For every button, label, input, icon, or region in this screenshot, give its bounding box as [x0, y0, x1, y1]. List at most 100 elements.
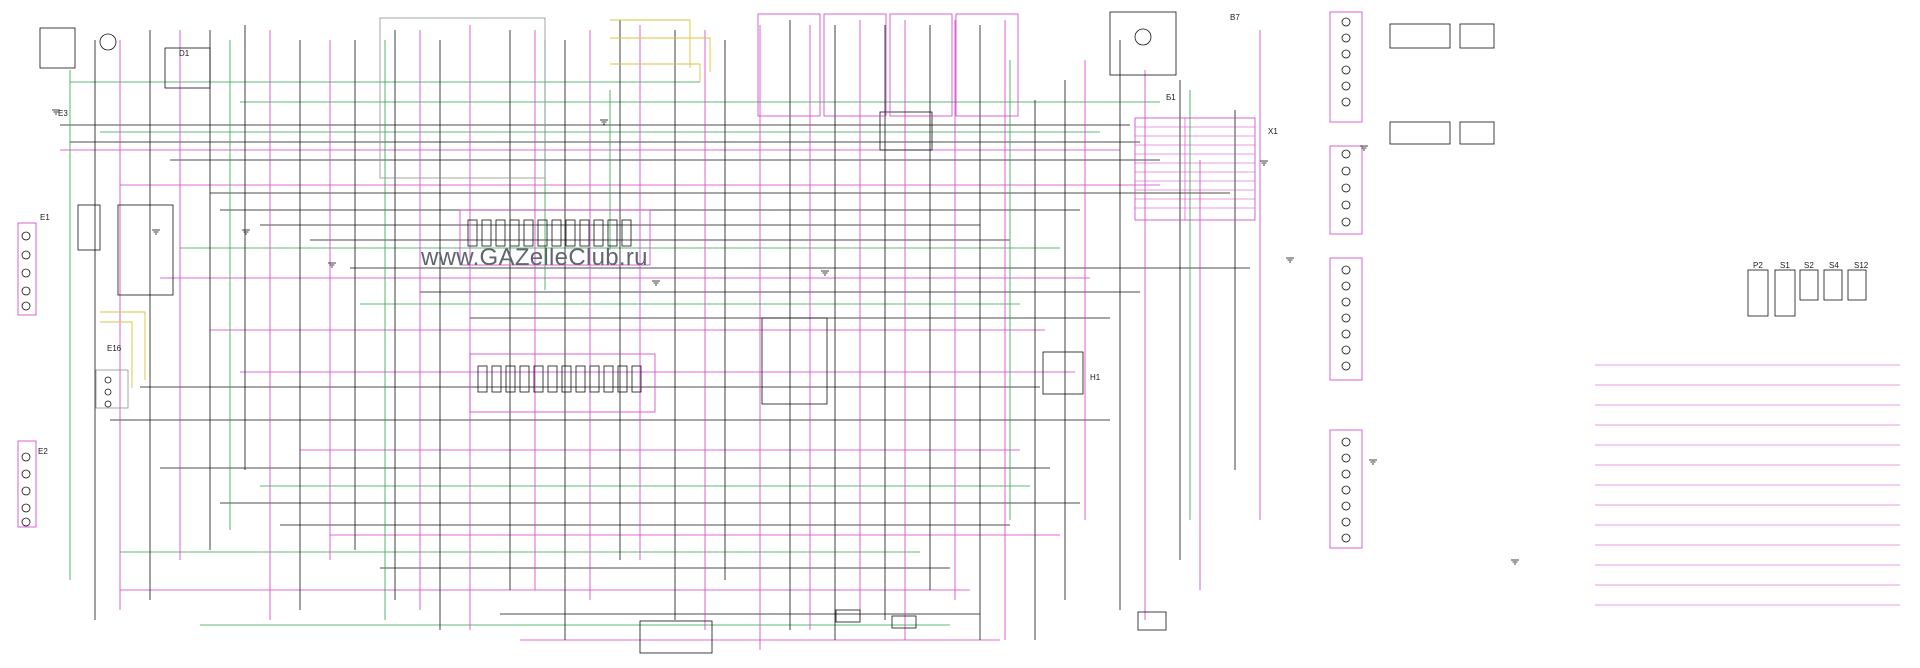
component-h1 — [1042, 351, 1084, 395]
right-lamp-c-2 — [1341, 297, 1351, 307]
tag-e3: E3 — [58, 109, 68, 118]
fuse-upper-4 — [523, 219, 534, 247]
fuse-lower-3 — [519, 365, 530, 393]
fuse-lower-8 — [589, 365, 600, 393]
right-lamp-a-5 — [1341, 97, 1351, 107]
component-e16 — [95, 369, 129, 409]
right-column-1 — [1329, 11, 1363, 123]
connector-panel-4 — [955, 13, 1019, 117]
lamp-e2-0 — [21, 452, 31, 462]
legend-block-s1 — [1774, 269, 1796, 317]
tag-b7: B7 — [1230, 13, 1240, 22]
right-lamp-d-2 — [1341, 469, 1351, 479]
fuse-upper-9 — [593, 219, 604, 247]
fuse-upper-6 — [551, 219, 562, 247]
right-lamp-c-3 — [1341, 313, 1351, 323]
component-right-mid-2 — [1459, 121, 1495, 145]
lamp-e2-4 — [21, 517, 31, 527]
fuse-lower-4 — [533, 365, 544, 393]
gauge-top-left — [99, 33, 117, 51]
right-lamp-d-6 — [1341, 533, 1351, 543]
lamp-e1-1 — [21, 250, 31, 260]
tag-d1: D1 — [179, 49, 190, 58]
yellow-wire-3 — [100, 311, 146, 380]
right-lamp-a-2 — [1341, 49, 1351, 59]
right-lamp-c-5 — [1341, 345, 1351, 355]
component-right-top-2 — [1459, 23, 1495, 49]
component-top-left — [39, 27, 76, 69]
fuse-upper-3 — [509, 219, 520, 247]
lamp-e16-1 — [104, 388, 112, 396]
lamp-e1-4 — [21, 301, 31, 311]
component-right-mid-1 — [1389, 121, 1451, 145]
fuse-block-upper — [459, 209, 651, 266]
lamp-e1-3 — [21, 286, 31, 296]
connector-e2 — [17, 440, 37, 528]
tag-s1: S1 — [1780, 261, 1790, 270]
fuse-block-lower — [469, 353, 656, 413]
component-d1 — [164, 47, 211, 89]
tag-p2: P2 — [1753, 261, 1763, 270]
lamp-e16-2 — [104, 400, 112, 408]
lamp-e1-2 — [21, 268, 31, 278]
lamp-e2-3 — [21, 503, 31, 513]
fuse-upper-11 — [621, 219, 632, 247]
relay-center — [879, 111, 933, 151]
connector-panel-2 — [823, 13, 887, 117]
tag-e2: E2 — [38, 447, 48, 456]
tag-s2: S2 — [1804, 261, 1814, 270]
yellow-wire-0 — [610, 19, 691, 68]
fuse-upper-10 — [607, 219, 618, 247]
bottom-block-1 — [639, 620, 713, 654]
lamp-e16-0 — [104, 376, 112, 384]
right-lamp-d-3 — [1341, 485, 1351, 495]
tag-b1: Б1 — [1166, 93, 1176, 102]
legend-block-s2 — [1799, 269, 1819, 301]
right-column-4 — [1329, 429, 1363, 549]
right-lamp-b-1 — [1341, 166, 1351, 176]
right-lamp-d-4 — [1341, 501, 1351, 511]
right-column-2 — [1329, 145, 1363, 235]
right-lamp-b-4 — [1341, 217, 1351, 227]
component-top-right — [1109, 11, 1177, 76]
fuse-lower-6 — [561, 365, 572, 393]
right-column-3 — [1329, 257, 1363, 381]
fuse-upper-1 — [481, 219, 492, 247]
tag-x1: X1 — [1268, 127, 1278, 136]
right-lamp-d-5 — [1341, 517, 1351, 527]
lamp-e2-1 — [21, 469, 31, 479]
legend-block-s4 — [1823, 269, 1843, 301]
yellow-wire-1 — [610, 37, 711, 72]
table-block — [1134, 117, 1256, 221]
right-lamp-c-4 — [1341, 329, 1351, 339]
fuse-lower-1 — [491, 365, 502, 393]
bottom-block-2 — [835, 609, 861, 623]
fuse-upper-2 — [495, 219, 506, 247]
fuse-lower-5 — [547, 365, 558, 393]
right-lamp-d-0 — [1341, 437, 1351, 447]
fuse-lower-10 — [617, 365, 628, 393]
tag-e1: E1 — [40, 213, 50, 222]
right-lamp-b-2 — [1341, 183, 1351, 193]
fuse-upper-7 — [565, 219, 576, 247]
right-lamp-a-0 — [1341, 17, 1351, 27]
right-lamp-b-0 — [1341, 149, 1351, 159]
yellow-wire-2 — [610, 63, 701, 82]
tag-s12: S12 — [1854, 261, 1869, 270]
right-lamp-c-0 — [1341, 265, 1351, 275]
connector-panel-3 — [889, 13, 953, 117]
fuse-block-left — [117, 204, 174, 296]
right-lamp-d-1 — [1341, 453, 1351, 463]
fuse-lower-2 — [505, 365, 516, 393]
lamp-e1-0 — [21, 231, 31, 241]
yellow-wire-4 — [100, 321, 133, 388]
fuse-lower-7 — [575, 365, 586, 393]
legend-block-s12 — [1847, 269, 1867, 301]
lamp-e2-2 — [21, 486, 31, 496]
site-watermark: www.GAZelleClub.ru — [421, 244, 648, 271]
motor-top-right — [1134, 28, 1152, 46]
right-lamp-a-4 — [1341, 81, 1351, 91]
bottom-block-3 — [891, 615, 917, 629]
